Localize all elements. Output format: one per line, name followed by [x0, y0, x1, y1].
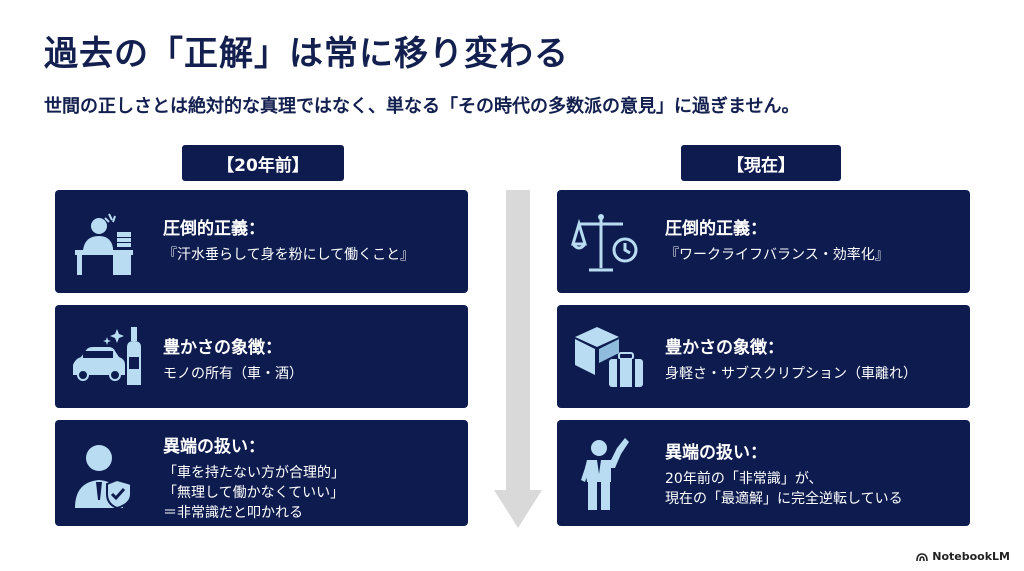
card-body-line: 「無理して働かなくていい」: [163, 485, 345, 501]
present-column-header: 【現在】: [681, 145, 841, 181]
businessman-shield-icon: [75, 445, 132, 510]
card-heading: 豊かさの象徴：: [665, 338, 784, 358]
brand-label: NotebookLM: [932, 550, 1010, 563]
card-body-line: モノの所有（車・酒）: [163, 366, 303, 382]
card-heading: 異端の扱い：: [163, 437, 265, 457]
person-raising-hand-icon: [581, 438, 629, 510]
overworked-desk-worker-icon: [75, 213, 133, 275]
present-card-wealth: 豊かさの象徴： 身軽さ・サブスクリプション（車離れ）: [557, 305, 970, 408]
card-heading: 圧倒的正義：: [665, 219, 767, 239]
card-body-line: 「車を持たない方が合理的」: [163, 465, 345, 481]
page-subtitle: 世間の正しさとは絶対的な真理ではなく、単なる「その時代の多数派の意見」に過ぎませ…: [44, 96, 800, 117]
card-body-line: 20年前の「非常識」が、: [665, 471, 823, 487]
present-card-justice: 圧倒的正義： 『ワークライフバランス・効率化』: [557, 190, 970, 293]
card-heading: 異端の扱い：: [665, 443, 767, 463]
past-column-header: 【20年前】: [182, 145, 344, 181]
card-body-line: 『ワークライフバランス・効率化』: [665, 247, 889, 263]
past-card-wealth: 豊かさの象徴： モノの所有（車・酒）: [55, 305, 468, 408]
past-card-justice: 圧倒的正義： 『汗水垂らして身を粉にして働くこと』: [55, 190, 468, 293]
card-body-line: 身軽さ・サブスクリプション（車離れ）: [665, 366, 917, 382]
present-card-heresy: 異端の扱い： 20年前の「非常識」が、 現在の「最適解」に完全逆転している: [557, 420, 970, 526]
card-body-line: 現在の「最適解」に完全逆転している: [665, 491, 903, 507]
box-and-suitcase-icon: [575, 327, 643, 387]
down-arrow-icon: [494, 190, 542, 528]
notebooklm-logo-icon: [916, 552, 929, 561]
car-and-bottle-icon: [73, 327, 141, 385]
card-body-line: 『汗水垂らして身を粉にして働くこと』: [163, 247, 415, 263]
card-heading: 豊かさの象徴：: [163, 338, 282, 358]
notebooklm-watermark: NotebookLM: [916, 550, 1010, 563]
card-heading: 圧倒的正義：: [163, 219, 265, 239]
card-body-line: ＝非常識だと叩かれる: [163, 505, 303, 521]
scale-clock-icon: [571, 214, 638, 272]
page-title: 過去の「正解」は常に移り変わる: [44, 34, 569, 74]
past-card-heresy: 異端の扱い： 「車を持たない方が合理的」 「無理して働かなくていい」 ＝非常識だ…: [55, 420, 468, 526]
